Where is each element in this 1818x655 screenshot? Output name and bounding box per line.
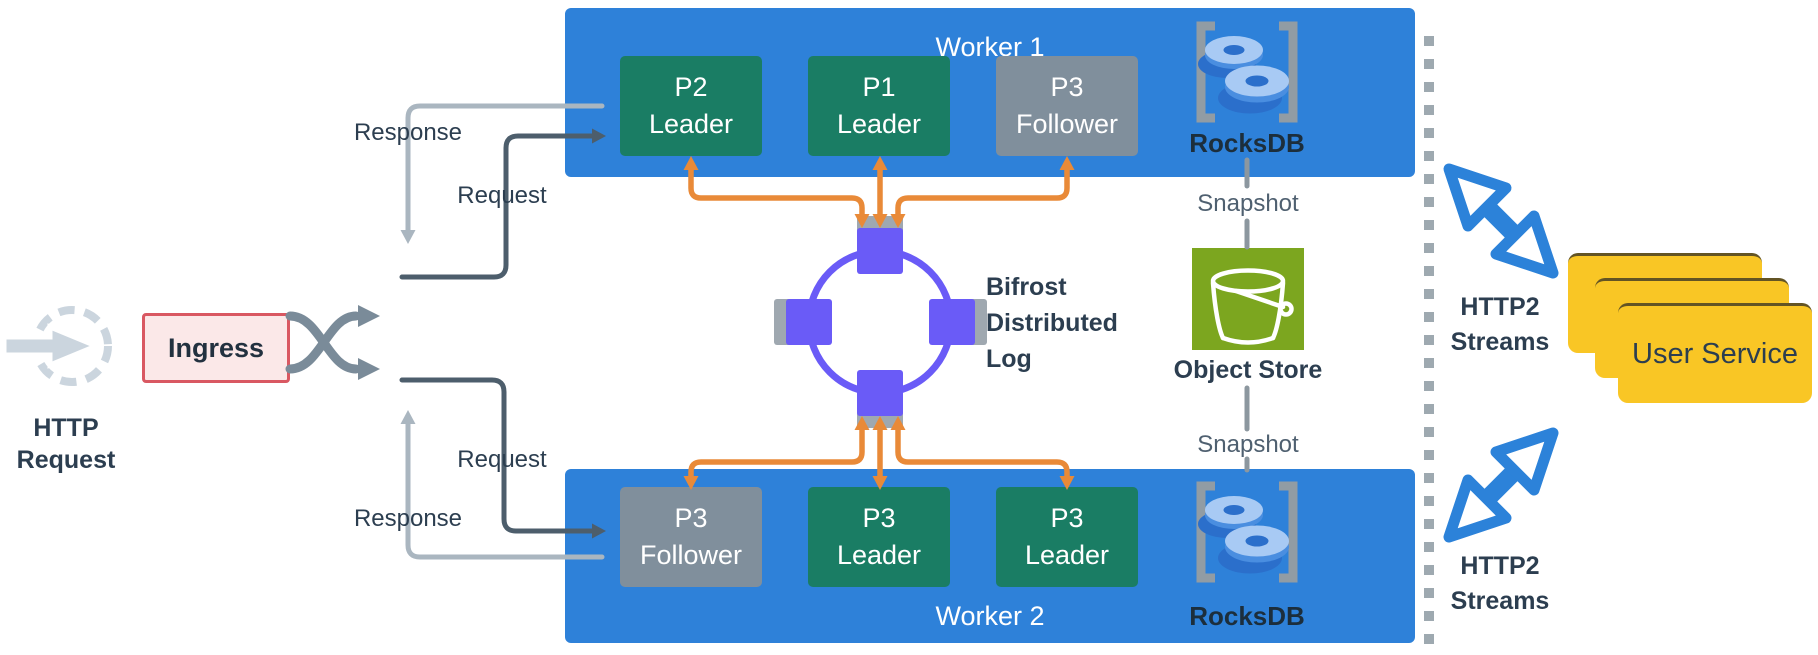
partition-role: Follower bbox=[1015, 109, 1119, 139]
partition-role: Leader bbox=[648, 109, 734, 139]
partition-id: P1 bbox=[862, 72, 896, 102]
http2-top-line2: Streams bbox=[1450, 328, 1550, 356]
partition-p2-leader: P2 Leader bbox=[620, 56, 762, 156]
bottom-response-label: Response bbox=[353, 505, 463, 532]
bifrost-distributed-log-label: Bifrost Distributed Log bbox=[986, 269, 1118, 377]
partition-p3-follower: P3 Follower bbox=[996, 56, 1138, 156]
bifrost-label-line3: Log bbox=[986, 345, 1032, 373]
worker-2-title: Worker 2 bbox=[935, 601, 1045, 631]
ingress-box: Ingress bbox=[142, 313, 290, 383]
partition-p3-leader-b: P3 Leader bbox=[996, 487, 1138, 587]
partition-role: Leader bbox=[1024, 540, 1110, 570]
partition-p3-follower-2: P3 Follower bbox=[620, 487, 762, 587]
rocksdb-label-worker1: RocksDB bbox=[1189, 128, 1305, 158]
http2-bottom-line2: Streams bbox=[1450, 587, 1550, 615]
partition-p1-leader: P1 Leader bbox=[808, 56, 950, 156]
http2-streams-label-top: HTTP2 Streams bbox=[1414, 290, 1586, 360]
rocksdb-label-worker2: RocksDB bbox=[1189, 601, 1305, 631]
object-store-box bbox=[1192, 248, 1304, 350]
partition-id: P3 bbox=[1050, 503, 1084, 533]
partition-p3-leader-a: P3 Leader bbox=[808, 487, 950, 587]
http2-streams-label-bottom: HTTP2 Streams bbox=[1414, 549, 1586, 619]
user-service-card-front: User Service bbox=[1618, 303, 1812, 403]
bifrost-label-line1: Bifrost bbox=[986, 273, 1067, 301]
http-caption-line1: HTTP bbox=[33, 414, 99, 442]
partition-id: P3 bbox=[862, 503, 896, 533]
http-caption-line2: Request bbox=[16, 446, 116, 474]
partition-id: P2 bbox=[674, 72, 708, 102]
http2-top-line1: HTTP2 bbox=[1460, 293, 1540, 321]
snapshot-label-top: Snapshot bbox=[1197, 190, 1299, 217]
partition-role: Leader bbox=[836, 540, 922, 570]
http2-bottom-line1: HTTP2 bbox=[1460, 552, 1540, 580]
top-response-label: Response bbox=[353, 119, 463, 146]
partition-role: Follower bbox=[639, 540, 743, 570]
bottom-request-label: Request bbox=[457, 446, 547, 473]
top-request-label: Request bbox=[457, 182, 547, 209]
bifrost-label-line2: Distributed bbox=[986, 309, 1118, 337]
partition-id: P3 bbox=[1050, 72, 1084, 102]
object-store-label: Object Store bbox=[1173, 356, 1323, 384]
http-request-caption: HTTP Request bbox=[8, 412, 124, 476]
snapshot-label-bottom: Snapshot bbox=[1197, 431, 1299, 458]
partition-role: Leader bbox=[836, 109, 922, 139]
partition-id: P3 bbox=[674, 503, 708, 533]
